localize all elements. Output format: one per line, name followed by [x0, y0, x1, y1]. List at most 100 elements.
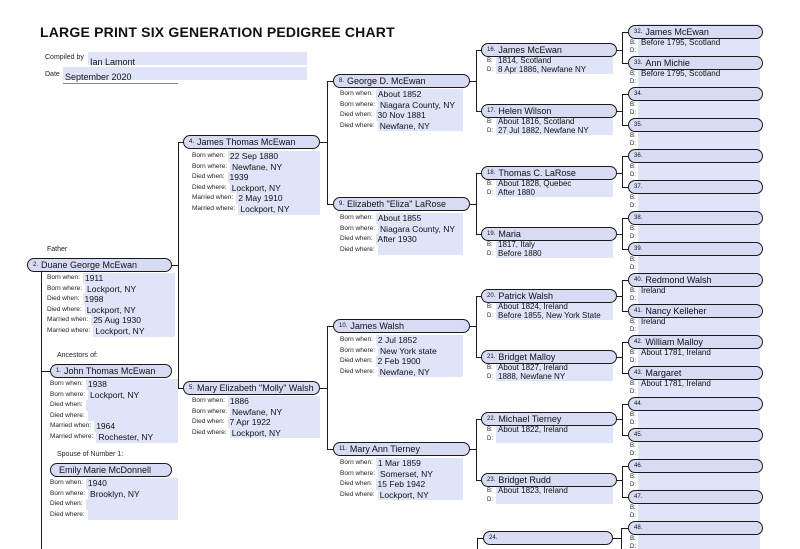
person-box-44[interactable]: 44. [628, 397, 763, 411]
person-box-32[interactable]: 32.James McEwan [628, 25, 763, 39]
field-value[interactable]: About 1781, Ireland [639, 349, 760, 357]
field-value[interactable] [85, 400, 178, 411]
person-box-35[interactable]: 35. [628, 118, 763, 132]
person-box-42[interactable]: 42.William Malloy [628, 335, 763, 349]
field-value[interactable]: 1939 [227, 172, 320, 183]
field-value[interactable] [496, 495, 613, 504]
field-value[interactable]: After 1930 [375, 234, 463, 245]
person-box-41[interactable]: 41.Nancy Kelleher [628, 304, 763, 318]
field-value[interactable]: 1911 [82, 273, 175, 284]
person-box-spouse1[interactable]: Emily Marie McDonnell [50, 463, 172, 477]
field-value[interactable]: 8 Apr 1886, Newfane NY [496, 65, 613, 74]
field-value[interactable]: About 1824, Ireland [496, 303, 613, 312]
field-value[interactable] [639, 473, 760, 481]
field-value[interactable]: About 1822, Ireland [496, 426, 613, 435]
field-value[interactable] [496, 434, 613, 443]
field-value[interactable]: About 1828, Quebec [496, 180, 613, 189]
field-value[interactable]: 22 Sep 1880 [227, 151, 320, 162]
field-value[interactable]: About 1781, Ireland [639, 380, 760, 388]
field-value[interactable]: 30 Nov 1881 [375, 110, 463, 121]
person-box-43[interactable]: 43.Margaret [628, 366, 763, 380]
field-value[interactable]: Before 1795, Scotland [639, 39, 760, 47]
person-box-21[interactable]: 21.Bridget Malloy [481, 350, 617, 364]
compiled-by-field[interactable]: Ian Lamont [88, 52, 307, 69]
field-value[interactable]: 27 Jul 1882, Newfane NY [496, 126, 613, 135]
field-value[interactable]: About 1852 [375, 89, 463, 100]
field-value[interactable]: 1888, Newfane NY [496, 372, 613, 381]
person-box-33[interactable]: 33.Ann Michie [628, 56, 763, 70]
person-box-10[interactable]: 10. James Walsh [333, 319, 470, 333]
field-value[interactable] [639, 542, 760, 549]
field-value[interactable] [639, 449, 760, 457]
field-value[interactable]: Lockport, NY [85, 283, 175, 295]
field-value[interactable] [639, 132, 760, 140]
date-field[interactable]: September 2020 [63, 67, 307, 84]
field-value[interactable] [639, 356, 760, 364]
field-value[interactable]: Brooklyn, NY [88, 488, 178, 500]
field-value[interactable]: Niagara County, NY [378, 99, 463, 111]
field-value[interactable]: 25 Aug 1930 [91, 315, 175, 326]
field-value[interactable] [639, 504, 760, 512]
field-value[interactable]: 1964 [94, 421, 178, 432]
field-value[interactable]: Lockport, NY [93, 325, 175, 337]
field-value[interactable] [639, 108, 760, 116]
field-value[interactable] [639, 387, 760, 395]
field-value[interactable]: Somerset, NY [378, 468, 463, 480]
person-box-8[interactable]: 8. George D. McEwan [333, 74, 470, 88]
field-value[interactable]: 1940 [85, 478, 178, 489]
field-value[interactable] [639, 442, 760, 450]
field-value[interactable] [639, 411, 760, 419]
field-value[interactable] [85, 499, 178, 510]
person-box-37[interactable]: 37. [628, 180, 763, 194]
person-box-45[interactable]: 45. [628, 428, 763, 442]
field-value[interactable]: 2 Jul 1852 [375, 335, 463, 346]
field-value[interactable]: Lockport, NY [377, 489, 463, 501]
field-value[interactable] [639, 170, 760, 178]
person-box-39[interactable]: 39. [628, 242, 763, 256]
field-value[interactable]: 7 Apr 1922 [227, 417, 320, 428]
person-box-48[interactable]: 48. [628, 521, 763, 535]
field-value[interactable]: Lockport, NY [229, 427, 320, 439]
field-value[interactable] [639, 201, 760, 209]
field-value[interactable] [639, 46, 760, 54]
field-value[interactable]: Before 1795, Scotland [639, 70, 760, 78]
person-box-38[interactable]: 38. [628, 211, 763, 225]
date-value[interactable]: September 2020 [63, 70, 178, 84]
field-value[interactable]: 2 Feb 1900 [375, 356, 463, 367]
person-box-22[interactable]: 22.Michael Tierney [481, 412, 617, 426]
field-value[interactable]: Before 1855, New York State [496, 311, 613, 320]
person-box-11[interactable]: 11. Mary Ann Tierney [333, 442, 470, 456]
field-value[interactable]: Rochester, NY [96, 431, 178, 443]
field-value[interactable]: Lockport, NY [238, 203, 320, 215]
field-value[interactable]: 1 Mar 1859 [375, 458, 463, 469]
field-value[interactable]: Lockport, NY [84, 304, 175, 316]
field-value[interactable] [639, 256, 760, 264]
person-box-34[interactable]: 34. [628, 87, 763, 101]
field-value[interactable]: Ireland [639, 287, 760, 295]
field-value[interactable]: Niagara County, NY [378, 223, 463, 235]
person-box-4[interactable]: 4. James Thomas McEwan [183, 135, 320, 149]
field-value[interactable]: 1998 [82, 294, 175, 305]
field-value[interactable] [639, 77, 760, 85]
field-value[interactable]: Newfane, NY [230, 161, 320, 173]
field-value[interactable]: About 1823, Ireland [496, 487, 613, 496]
field-value[interactable]: 15 Feb 1942 [375, 479, 463, 490]
field-value[interactable] [639, 163, 760, 171]
field-value[interactable]: About 1855 [375, 213, 463, 224]
field-value[interactable] [377, 244, 463, 256]
person-box-46[interactable]: 46. [628, 459, 763, 473]
field-value[interactable]: After 1880 [496, 188, 613, 197]
field-value[interactable]: 1814, Scotland [496, 57, 613, 66]
field-value[interactable] [639, 325, 760, 333]
person-box-36[interactable]: 36. [628, 149, 763, 163]
person-box-17[interactable]: 17.Helen Wilson [481, 104, 617, 118]
field-value[interactable] [639, 194, 760, 202]
field-value[interactable] [639, 480, 760, 488]
person-box-1[interactable]: 1. John Thomas McEwan [50, 364, 172, 378]
field-value[interactable] [87, 509, 178, 521]
field-value[interactable] [639, 232, 760, 240]
person-box-23[interactable]: 23.Bridget Rudd [481, 473, 617, 487]
field-value[interactable]: Before 1880 [496, 249, 613, 258]
field-value[interactable]: 1886 [227, 396, 320, 407]
field-value[interactable] [87, 410, 178, 422]
